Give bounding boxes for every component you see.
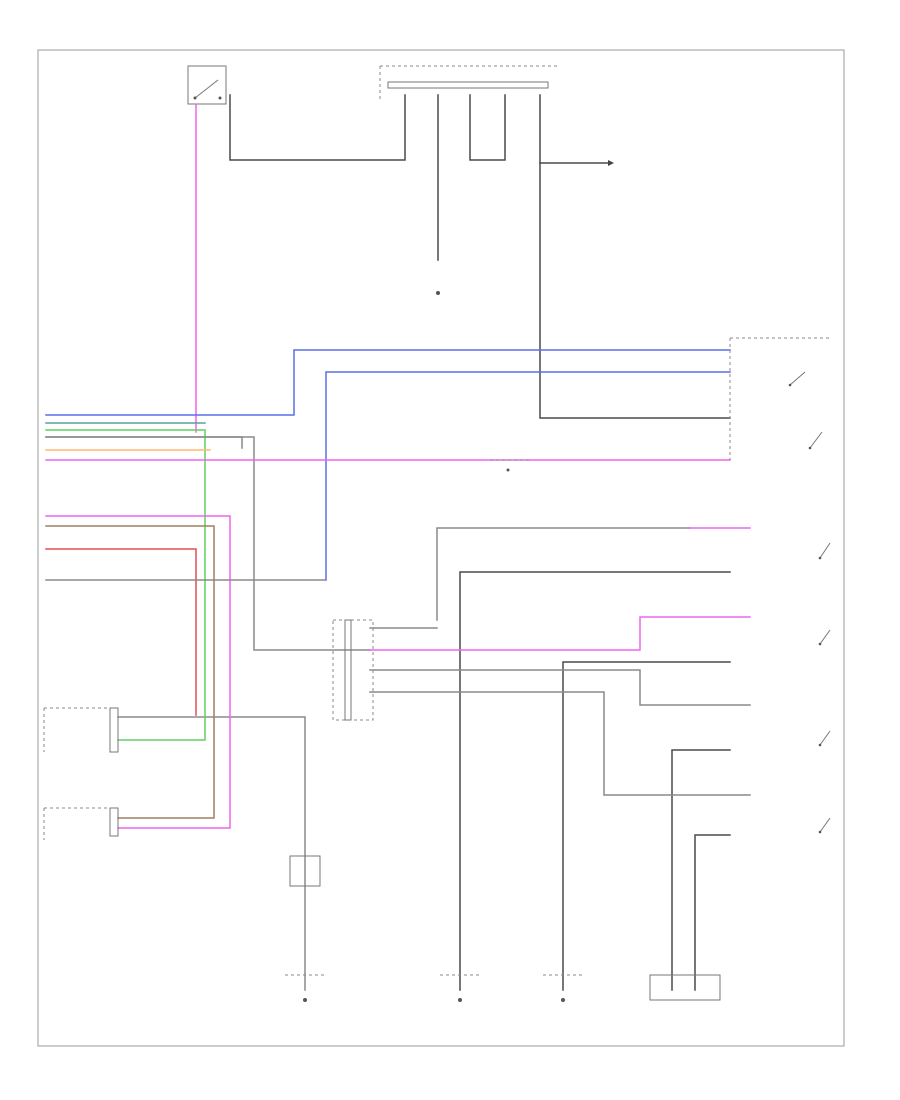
bottom-ground-2 xyxy=(440,974,480,1002)
bottom-ground-1 xyxy=(285,974,325,1002)
top-connector-block xyxy=(379,65,591,100)
bottom-components xyxy=(285,855,721,1002)
ground-top-center xyxy=(425,291,455,323)
switch-2 xyxy=(808,431,823,450)
top-switch xyxy=(187,65,255,105)
right-switches xyxy=(729,337,831,834)
switch-5 xyxy=(818,730,831,747)
switch-3 xyxy=(818,542,831,560)
center-connector xyxy=(332,619,374,721)
bottom-ground-3 xyxy=(543,974,583,1002)
bottom-module xyxy=(649,974,721,1001)
switch-4 xyxy=(818,629,831,646)
left-modules xyxy=(43,707,119,840)
switch-6 xyxy=(818,817,831,834)
wires-colored xyxy=(45,104,731,829)
diagram-frame xyxy=(37,49,845,1047)
wires-center-right xyxy=(369,527,751,796)
wires-black xyxy=(45,94,731,991)
ground-mid-center xyxy=(490,459,530,472)
switch-1 xyxy=(788,371,806,387)
